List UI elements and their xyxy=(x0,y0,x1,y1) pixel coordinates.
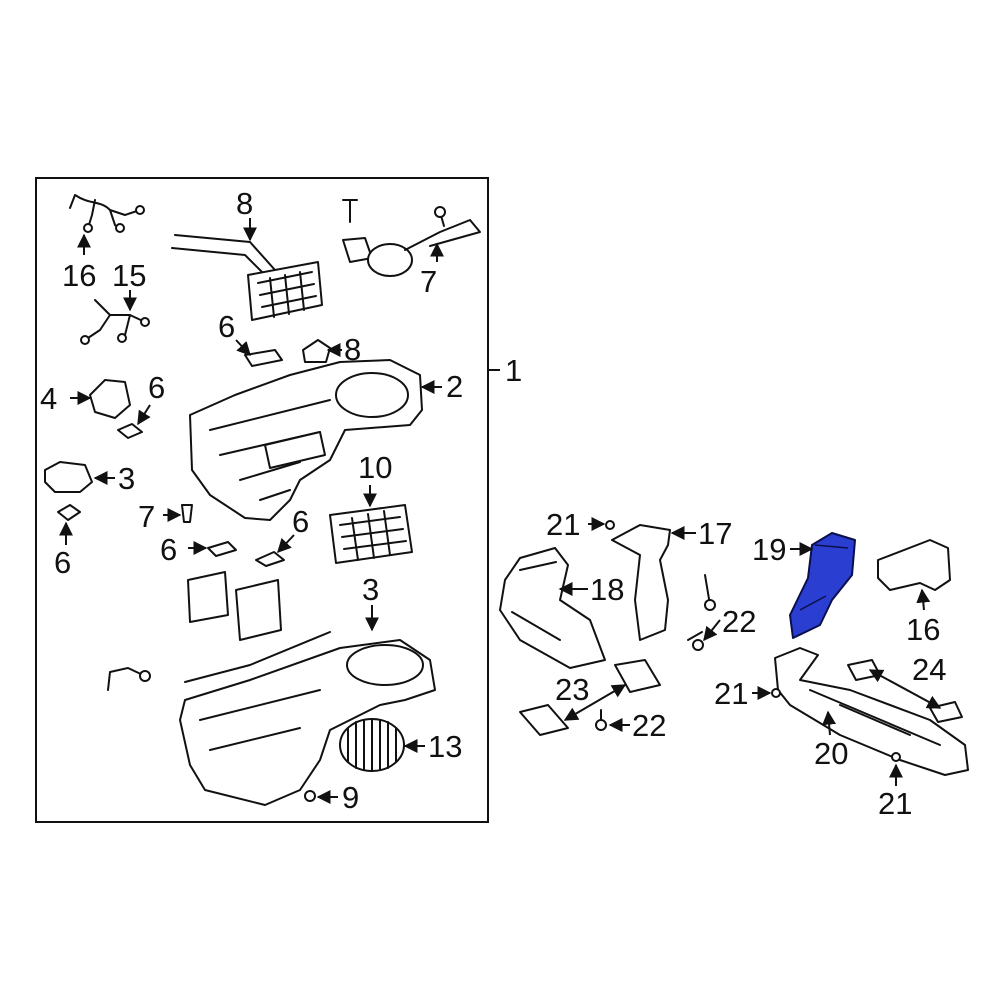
wiring-harness-15[interactable] xyxy=(69,194,145,233)
drain-hose[interactable] xyxy=(107,667,151,691)
callout-6d: 6 xyxy=(160,532,177,567)
callout-11: 7 xyxy=(420,264,437,299)
callout-6e: 6 xyxy=(292,504,309,539)
callout-13-label: 13 xyxy=(428,729,462,764)
lower-case-3[interactable] xyxy=(179,631,436,806)
heater-core-12[interactable] xyxy=(171,234,323,321)
actuator-4[interactable] xyxy=(89,379,131,419)
flap-doors[interactable] xyxy=(187,571,282,641)
callout-18: 18 xyxy=(590,572,624,607)
screw-9[interactable] xyxy=(304,790,316,802)
wiring-harness-14[interactable] xyxy=(80,299,150,345)
duct-cap-16[interactable] xyxy=(877,539,951,591)
callout-8-label: 8 xyxy=(344,332,361,367)
callout-16: 16 xyxy=(906,612,940,647)
callout-14: 15 xyxy=(112,258,146,293)
callout-10: 10 xyxy=(358,450,392,485)
clip-21b[interactable] xyxy=(771,688,781,698)
cabin-filter-10[interactable] xyxy=(329,504,413,564)
callout-17: 17 xyxy=(698,516,732,551)
actuator-harness-11[interactable] xyxy=(342,199,481,277)
sensor-7[interactable] xyxy=(181,504,193,523)
callout-22b: 22 xyxy=(632,708,666,743)
seal-6c[interactable] xyxy=(57,504,81,521)
seal-6b[interactable] xyxy=(117,423,143,439)
callout-7-label: 7 xyxy=(138,499,155,534)
screw-22b[interactable] xyxy=(595,709,607,731)
callout-21c: 21 xyxy=(878,786,912,821)
seal-6e[interactable] xyxy=(255,551,285,567)
duct-17[interactable] xyxy=(611,524,671,641)
callout-24: 24 xyxy=(912,652,946,687)
floor-duct-20[interactable] xyxy=(774,647,969,776)
callout-6c: 6 xyxy=(54,545,71,580)
clip-21a[interactable] xyxy=(605,520,615,530)
upper-case-2[interactable] xyxy=(189,359,423,521)
callout-9: 9 xyxy=(342,780,359,815)
actuator-5[interactable] xyxy=(44,461,93,493)
callout-2: 2 xyxy=(446,369,463,404)
callout-5: 3 xyxy=(118,461,135,496)
callout-23: 23 xyxy=(555,672,589,707)
clip-21c[interactable] xyxy=(891,752,901,762)
callout-1: 1 xyxy=(505,353,522,388)
callout-6b: 6 xyxy=(148,370,165,405)
screw-22a[interactable] xyxy=(687,574,716,651)
callout-21b: 21 xyxy=(714,676,748,711)
callout-19: 19 xyxy=(752,532,786,567)
assembly-frame xyxy=(35,177,489,823)
callout-3-label: 3 xyxy=(362,572,379,607)
callout-21a: 21 xyxy=(546,507,580,542)
callout-15: 16 xyxy=(62,258,96,293)
duct-19-highlighted[interactable] xyxy=(789,532,856,639)
seal-6d[interactable] xyxy=(207,541,237,557)
callout-12: 8 xyxy=(236,186,253,221)
duct-18[interactable] xyxy=(499,547,606,669)
callout-6a: 6 xyxy=(218,309,235,344)
callout-20: 20 xyxy=(814,736,848,771)
actuator-8[interactable] xyxy=(302,339,331,363)
callout-4: 4 xyxy=(40,381,57,416)
blower-motor-13[interactable] xyxy=(339,718,405,772)
callout-22a: 22 xyxy=(722,604,756,639)
seal-6a[interactable] xyxy=(244,349,283,367)
vent-23[interactable] xyxy=(519,659,661,736)
